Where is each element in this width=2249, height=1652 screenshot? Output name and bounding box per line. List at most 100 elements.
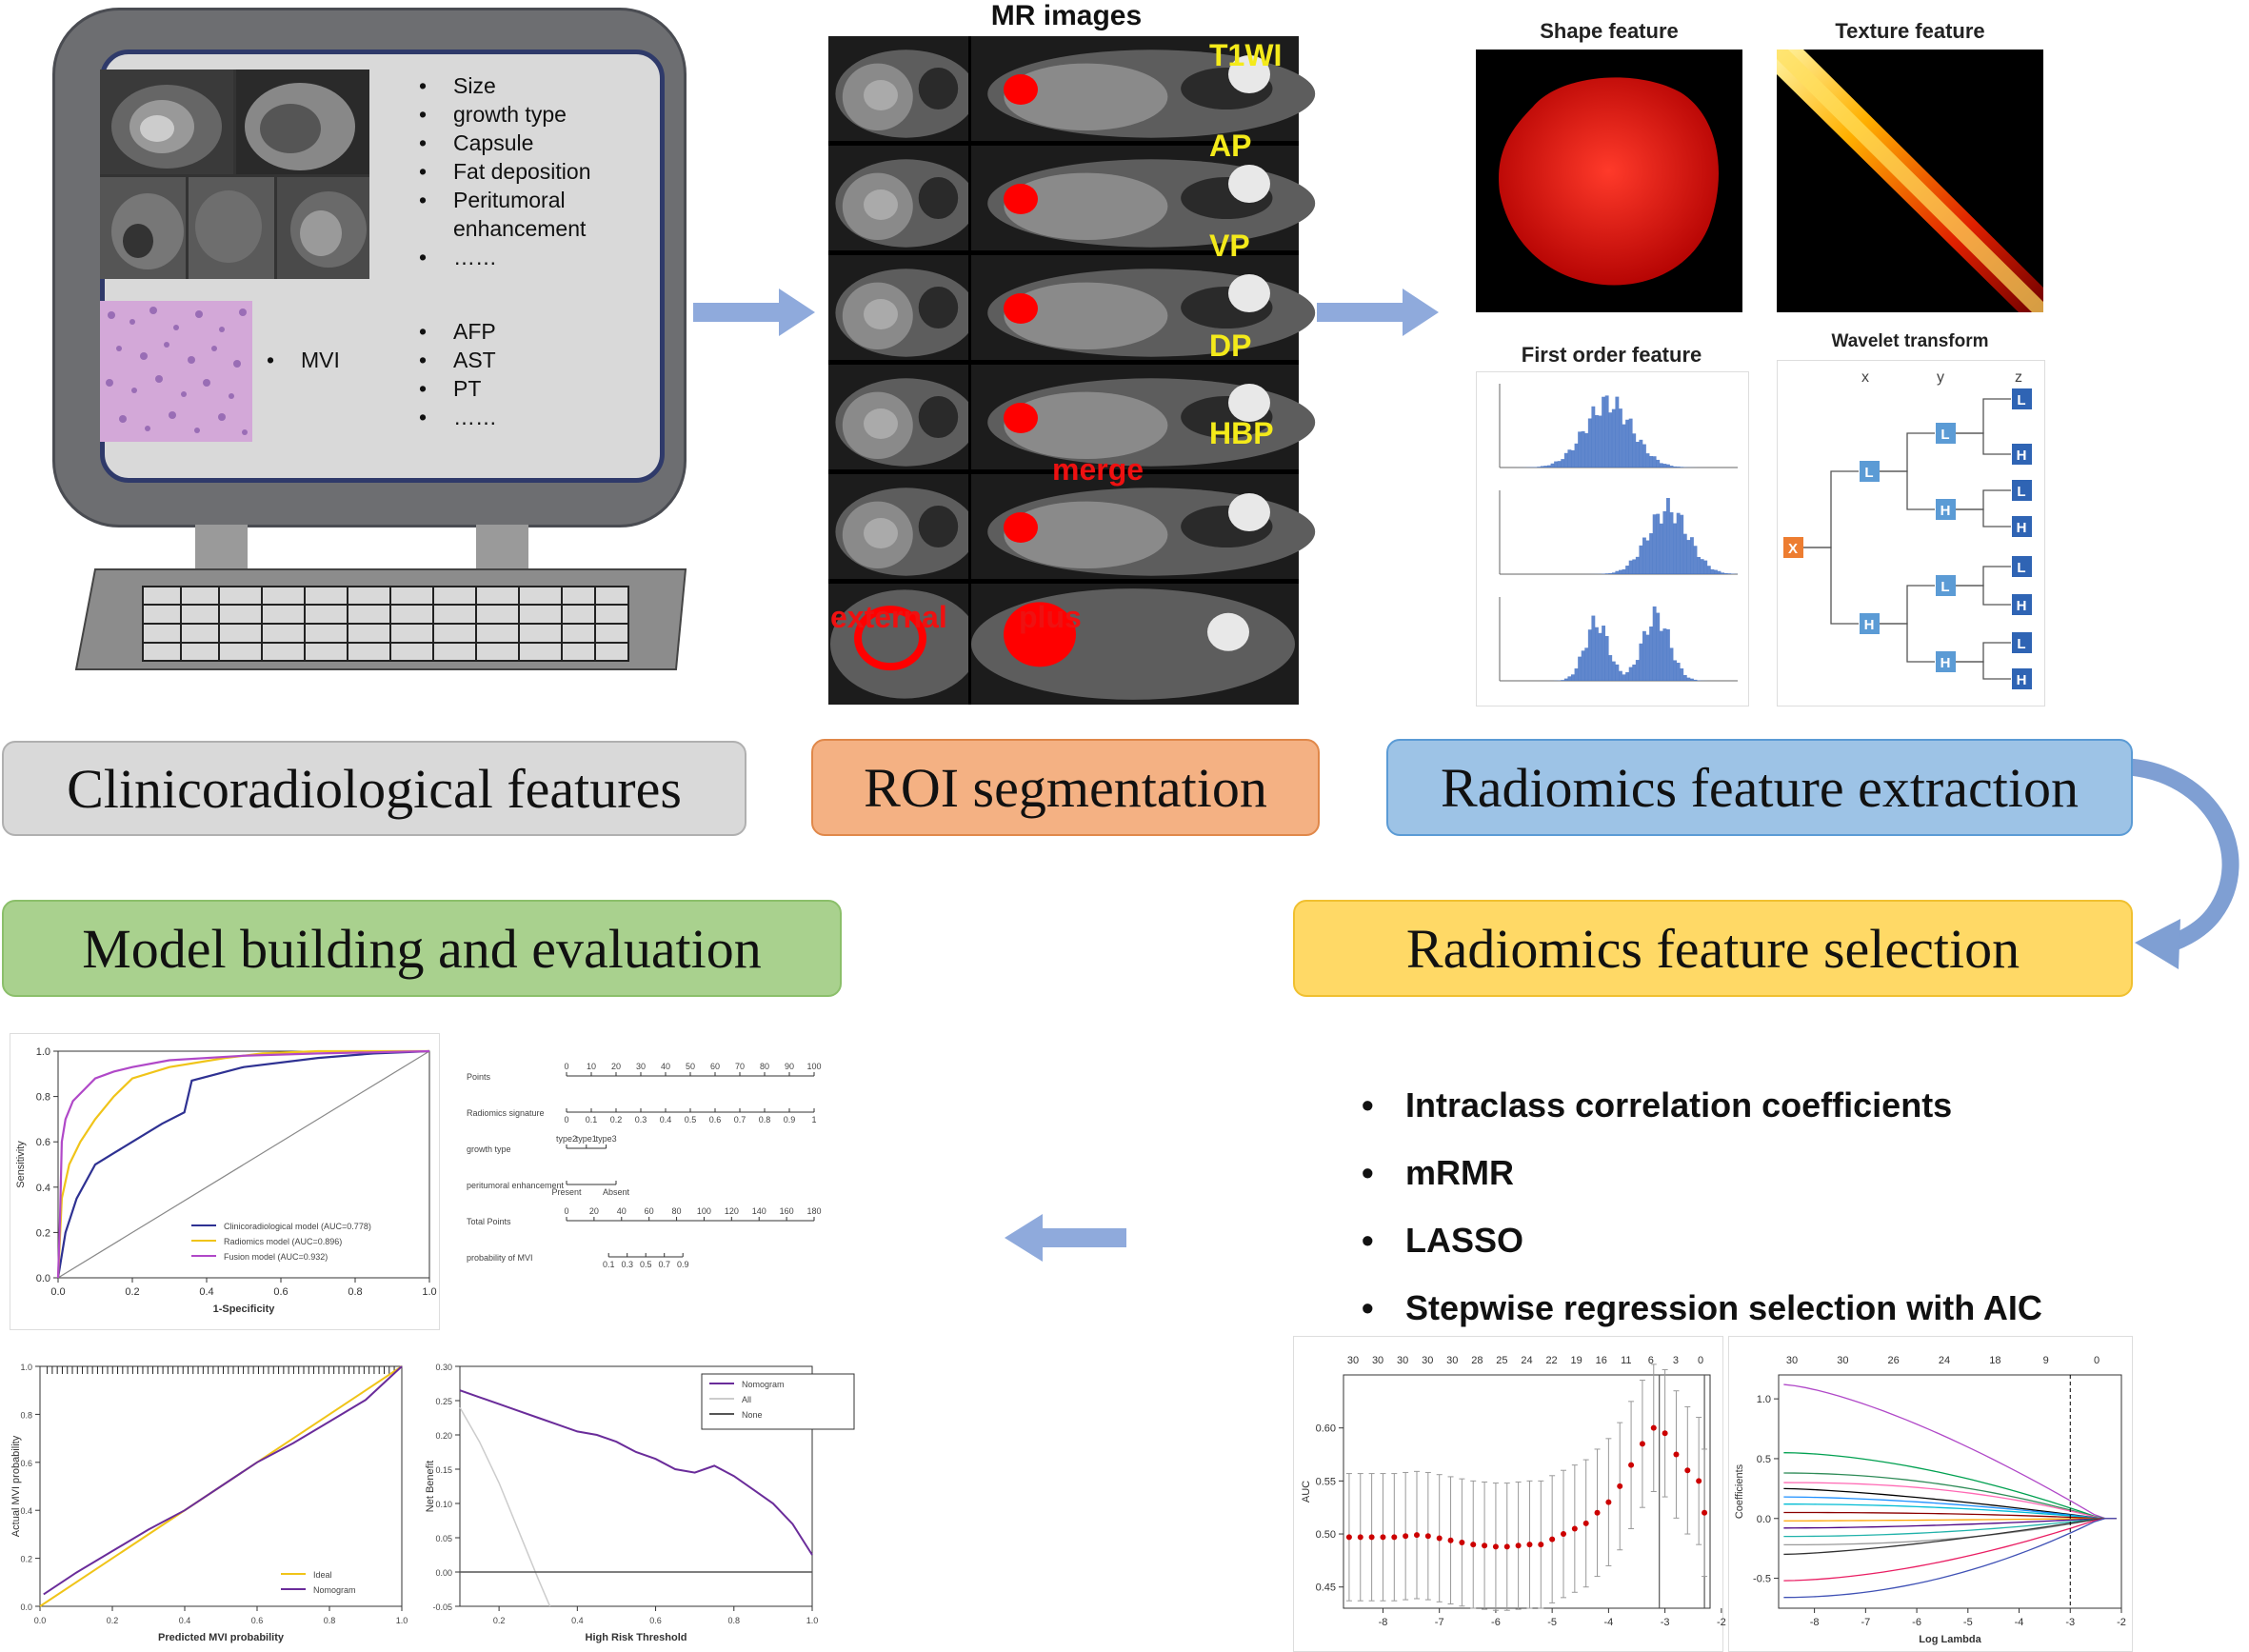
cv-point — [1702, 1510, 1707, 1516]
nomogram-tick-label: 80 — [760, 1062, 769, 1071]
y-tick-label: 0.4 — [36, 1183, 50, 1194]
stage-feature-extraction: Radiomics feature extraction — [1386, 739, 2133, 836]
top-tick-label: 9 — [2043, 1355, 2049, 1366]
cv-point — [1595, 1510, 1601, 1516]
selection-method-list: •Intraclass correlation coefficients •mR… — [1362, 1071, 2042, 1342]
hist-bar — [1683, 675, 1687, 681]
hist-bar — [1567, 449, 1571, 468]
top-tick-label: 24 — [1939, 1355, 1950, 1366]
hist-bar — [1649, 533, 1653, 574]
hist-bar — [1703, 561, 1707, 574]
roi-marker — [1004, 512, 1038, 543]
top-tick-label: 28 — [1471, 1355, 1483, 1366]
cv-point — [1493, 1543, 1499, 1549]
hist-bar — [1636, 557, 1640, 574]
top-tick-label: 0 — [2094, 1355, 2100, 1366]
hist-bar — [1561, 680, 1564, 681]
top-tick-label: 30 — [1446, 1355, 1458, 1366]
hist-bar — [1656, 613, 1660, 681]
imaging-feature-list: Size growth type Capsule Fat deposition … — [419, 71, 647, 271]
hist-bar — [1677, 467, 1681, 468]
texture-feature-title: Texture feature — [1777, 19, 2043, 44]
bullet: • — [1362, 1206, 1374, 1274]
x-tick-label: -7 — [1861, 1617, 1870, 1628]
top-tick-label: 3 — [1673, 1355, 1679, 1366]
hist-bar — [1571, 450, 1575, 468]
nomogram-tick-label: 0.5 — [685, 1115, 697, 1125]
nomogram-row-label: Total Points — [467, 1217, 511, 1226]
mr-bright-blob — [1207, 613, 1249, 651]
wavelet-node-label: H — [2017, 598, 2027, 614]
scan-collage-art — [100, 70, 369, 279]
top-tick-label: 0 — [1698, 1355, 1703, 1366]
x-tick-label: 0.2 — [125, 1286, 139, 1298]
imaging-feature-item: Peritumoral enhancement — [419, 186, 647, 243]
hist-bar — [1588, 418, 1592, 468]
nomogram-tick-label: 40 — [661, 1062, 670, 1071]
nomogram-tick-label: type1 — [576, 1134, 597, 1144]
curved-arrow-icon — [2123, 752, 2249, 971]
hist-bar — [1632, 559, 1636, 574]
y-tick-label: 0.50 — [1316, 1529, 1336, 1541]
y-tick-label: 0.10 — [435, 1500, 452, 1509]
x-axis-label: Log Lambda — [1919, 1634, 1981, 1645]
hist-bar — [1673, 660, 1677, 681]
hist-bar — [1662, 628, 1666, 681]
hist-bar — [1721, 572, 1724, 574]
x-tick-label: 0.8 — [728, 1616, 741, 1625]
hist-bar — [1656, 460, 1660, 468]
hist-bar — [1605, 573, 1609, 574]
wavelet-edge — [1956, 433, 2011, 454]
x-tick-label: -6 — [1491, 1617, 1501, 1628]
bullet: • — [1362, 1139, 1374, 1206]
y-tick-label: 0.8 — [20, 1410, 32, 1420]
wavelet-edge — [1803, 471, 1859, 547]
cv-point — [1662, 1430, 1668, 1436]
y-tick-label: 0.20 — [435, 1431, 452, 1441]
hist-bar — [1551, 464, 1555, 468]
wavelet-axis-label: x — [1861, 369, 1869, 387]
x-tick-label: -6 — [1912, 1617, 1921, 1628]
nomogram-tick-label: 10 — [587, 1062, 596, 1071]
x-tick-label: -4 — [2015, 1617, 2024, 1628]
selection-method-item: •LASSO — [1362, 1206, 2042, 1274]
nomogram-tick-label: 0 — [564, 1206, 568, 1216]
arrow-left-icon — [1005, 1214, 1128, 1262]
shape-blob — [1476, 50, 1742, 312]
nomogram-tick-label: 180 — [806, 1206, 821, 1216]
hist-bar — [1697, 557, 1701, 574]
wavelet-axis-label: y — [1937, 369, 1944, 387]
top-tick-label: 18 — [1989, 1355, 2000, 1366]
hist-bar — [1646, 635, 1650, 681]
hist-bar — [1718, 571, 1722, 574]
y-tick-label: 1.0 — [36, 1046, 50, 1058]
hist-bar — [1575, 668, 1579, 681]
mr-lesion — [864, 518, 898, 548]
texture-glcm — [1777, 50, 2043, 312]
hist-bar — [1727, 573, 1731, 574]
wavelet-node-label: H — [2017, 448, 2027, 464]
arrow-right-icon — [1317, 289, 1441, 336]
nomogram-tick-label: 0.1 — [603, 1260, 615, 1269]
x-tick-label: -5 — [1963, 1617, 1973, 1628]
hist-bar — [1714, 570, 1718, 574]
legend-label: Fusion model (AUC=0.932) — [224, 1252, 328, 1262]
stage-feature-selection: Radiomics feature selection — [1293, 900, 2133, 997]
y-tick-label: 0.25 — [435, 1397, 452, 1406]
selection-method-item: •Intraclass correlation coefficients — [1362, 1071, 2042, 1139]
mr-stomach — [919, 287, 958, 328]
hist-bar — [1629, 667, 1633, 681]
cv-point — [1358, 1534, 1363, 1540]
cv-point — [1470, 1542, 1476, 1547]
hist-bar — [1608, 655, 1612, 681]
hist-bar — [1591, 616, 1595, 681]
x-tick-label: 0.4 — [199, 1286, 213, 1298]
cv-point — [1516, 1543, 1522, 1548]
hist-bar — [1622, 569, 1626, 574]
legend-label: Nomogram — [742, 1380, 785, 1389]
x-tick-label: 1.0 — [422, 1286, 436, 1298]
cv-point — [1437, 1536, 1443, 1542]
hist-bar — [1619, 671, 1622, 681]
